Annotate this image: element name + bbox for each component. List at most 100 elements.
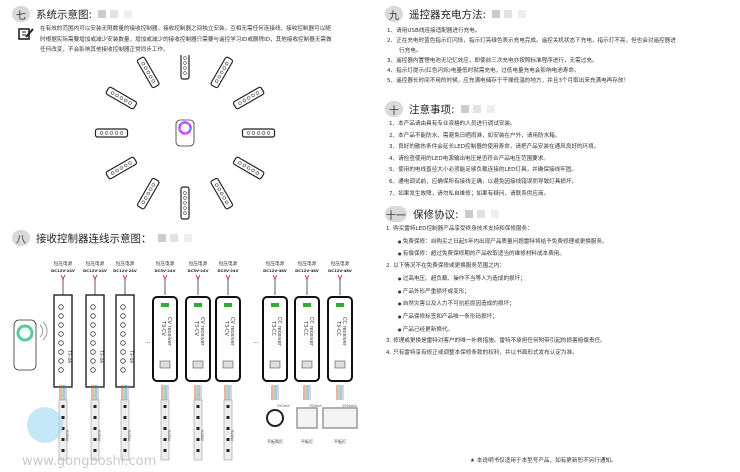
note-icon <box>18 28 34 40</box>
strip-label: RGBW <box>200 430 204 441</box>
strip-label: RGBW <box>167 430 171 441</box>
list-item: 5、使用的电线直径大小必须能足够负载连接的LED灯具，并确保接线牢固。 <box>389 167 577 174</box>
receiver-body <box>262 296 288 382</box>
power-supply-label: 恒压电源 <box>266 260 285 267</box>
model-label: T3-CC <box>270 320 276 337</box>
model-label: T3-4A <box>66 349 72 364</box>
receiver-name: CC receiver <box>341 317 347 347</box>
receiver-name: CC receiver <box>308 317 314 347</box>
lamp-label: 平板筒灯 <box>267 438 283 444</box>
list-item: 3、遥控器内置锂电池无记忆效应，即使前三次充电亦按照标准程序进行，无需过充。 <box>387 58 598 64</box>
section-title: 注意事项: <box>409 103 455 116</box>
section-number: 十一 <box>385 206 407 222</box>
power-supply-label: 恒压电源 <box>116 260 135 267</box>
ellipsis: ··· <box>145 340 151 347</box>
remote-control <box>175 119 195 147</box>
current-label: 1050mA <box>342 404 357 408</box>
lamp-label: 平板灯 <box>334 438 346 444</box>
power-supply-label: 恒压电源 <box>219 260 238 267</box>
color-wheel-icon <box>16 324 34 342</box>
current-label: 700mA <box>309 404 322 408</box>
section-number: 七 <box>12 6 30 22</box>
list-item: 产品外形严重损坏或变形； <box>386 286 608 299</box>
wiring-diagram: 恒压电源DC12V-24VT3-4ARGBW恒压电源DC12V-24VT3-4A… <box>13 260 358 469</box>
power-supply-label: 恒压电源 <box>54 260 73 267</box>
receiver-controller <box>105 156 138 180</box>
model-label: T3-CV <box>160 320 166 337</box>
section-number: 十 <box>385 101 403 117</box>
precautions-list: 1、本产品请由具有专业资格的人员进行调试安装。 2、本产品不能防水，需避免日晒雨… <box>389 119 599 200</box>
panel-light <box>296 407 318 429</box>
model-label: T3-CC <box>335 320 341 337</box>
watermark: www.gongboshi.com <box>22 454 156 469</box>
strip-label: RGBW <box>65 430 69 441</box>
model-label: T3-CV <box>193 320 199 337</box>
voltage-label: DC12V-24V <box>51 268 75 273</box>
decoration <box>98 10 139 18</box>
controller-body <box>115 294 135 388</box>
list-item: 1、本产品请由具有专业资格的人员进行调试安装。 <box>389 121 516 127</box>
list-item: 4、请检查使用的LED电源输出电压是否符合产品电压范围要求。 <box>389 155 549 162</box>
current-label: 350mA <box>277 404 290 408</box>
model-label: T3-4A <box>128 349 134 364</box>
receiver-controller <box>210 177 234 210</box>
list-item: 7、如果发生故障，请勿私自维修；如果有疑问，请联系供应商。 <box>389 190 550 197</box>
list-item: 有偿保修：超过免费保修期的产品收取适当的维修材料成本费用。 <box>386 248 608 261</box>
list-item: 6、通电调试前，应确保所有接线正确，以避免因接线错误而导致灯具损坏。 <box>389 178 578 185</box>
receiver-controller <box>232 86 265 110</box>
list-item: 过高电压、超负载、操作不当等人为造成的损坏； <box>386 273 608 286</box>
receiver-name: CV receiver <box>199 317 205 347</box>
strip-label: RGBW <box>230 430 234 441</box>
ellipsis: ··· <box>253 340 259 347</box>
model-label: T3-4A <box>98 349 104 364</box>
section-title: 接收控制器连线示意图： <box>36 232 152 245</box>
receiver-controller <box>232 156 265 180</box>
list-item: 1、请用USB线连接适配器进行充电。 <box>387 28 481 34</box>
list-item: 2. 以下情况不在免费保修或更换服务范围之内： <box>386 263 505 270</box>
voltage-label: DC5V-24V <box>154 268 175 273</box>
list-item: 产品保修标签和产品唯一条形码损坏； <box>386 311 608 324</box>
warranty-list: 1. 购买雷特LED控制器产品享受终身技术支持和保修服务： 免费保修：自购买之日… <box>386 224 608 360</box>
section-10-header: 十 注意事项: <box>385 101 501 117</box>
receiver-body <box>185 296 211 382</box>
list-item: 5、遥控器长时间不用的时候，应充满电储存于干燥低温的地方，并且3个月取出来充满电… <box>387 78 630 84</box>
decoration <box>464 210 505 218</box>
list-item: 2、本产品不能防水，需避免日晒雨淋，如安装在户外，请用防水箱。 <box>389 132 561 139</box>
section-title: 遥控器充电方法: <box>409 8 487 21</box>
section-number: 九 <box>385 6 403 22</box>
receiver-controller <box>94 128 129 138</box>
list-item: 4. 只有雷特享有修正或调整本保修条款的权利，并以书面形式发布认定为准。 <box>386 350 578 357</box>
receiver-controller <box>210 56 234 89</box>
list-item: 1. 购买雷特LED控制器产品享受终身技术支持和保修服务： <box>386 226 533 232</box>
receiver-body <box>294 296 320 382</box>
signal-icon <box>39 321 48 341</box>
receiver-controller <box>241 128 276 138</box>
decoration <box>460 105 501 113</box>
voltage-label: DC5V-24V <box>217 268 238 273</box>
voltage-label: DC12V-24V <box>83 268 107 273</box>
watermark-logo <box>27 407 63 443</box>
receiver-controller <box>180 55 190 80</box>
list-item: 4、指示灯提示(红色闪烁)电量低时就需充电，过低电量充电会影响电池寿命。 <box>387 68 580 74</box>
receiver-body <box>215 296 241 382</box>
charging-list: 1、请用USB线连接适配器进行充电。 2、正在充电时蓝色指示灯闪烁，指示灯亮绿色… <box>387 26 676 86</box>
list-item: 行充电。 <box>399 48 422 54</box>
receiver-name: CV receiver <box>166 317 172 347</box>
receiver-name: CC receiver <box>276 317 282 347</box>
receiver-body <box>152 296 178 382</box>
voltage-label: DC12V-48V <box>328 268 352 273</box>
decoration <box>492 10 533 18</box>
power-supply-label: 恒压电源 <box>331 260 350 267</box>
list-item: 2、正在充电时蓝色指示灯闪烁，指示灯亮绿色表示充电完成。遥控关机状态下充电，指示… <box>387 38 676 44</box>
lamp-label: 平板灯 <box>301 438 313 444</box>
voltage-label: DC5V-24V <box>187 268 208 273</box>
decoration <box>157 234 198 242</box>
section-title: 系统示意图: <box>36 8 93 21</box>
voltage-label: DC12V-48V <box>295 268 319 273</box>
remote-control <box>13 319 48 371</box>
